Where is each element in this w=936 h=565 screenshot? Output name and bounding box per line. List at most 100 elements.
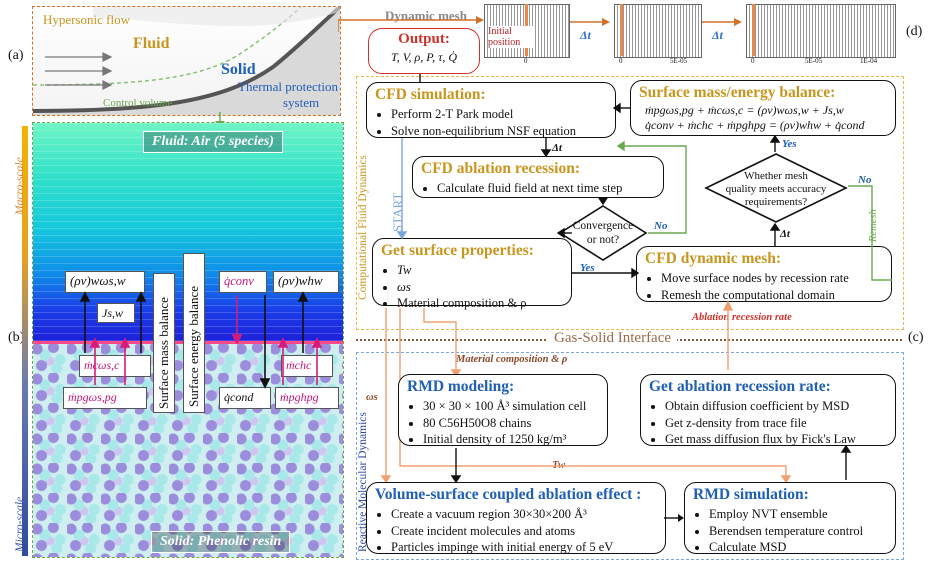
rmd-region [356,352,904,560]
ablation-recession-title: CFD ablation recession: [421,160,581,177]
scale-bar [22,126,28,556]
mc-omega-text: ṁcωs,c [84,358,120,372]
cfd-sim-item-2: Solve non-equilibrium NSF equation [391,123,607,140]
remesh-label: Remesh [868,209,879,242]
micro-scale-label: Micro-scale [14,496,26,552]
yes-label-convergence: Yes [580,262,595,274]
rmd-modeling-item-3: Initial density of 1250 kg/m³ [423,431,599,448]
surface-balance-eq1: ṁpgωs,pg + ṁcωs,c = (ρv)wωs,w + Js,w [645,103,844,117]
md-solid-label: Solid: Phenolic resin [151,531,291,553]
cfd-simulation-box: CFD simulation: Perform 2-T Park model S… [366,82,616,138]
rmd-modeling-item-1: 30 × 30 × 100 Å³ simulation cell [423,398,599,415]
panel-a-hypersonic-flow: Hypersonic flow Fluid Solid Thermal prot… [32,6,341,116]
mpg-omega-text: ṁpgωs,pg [68,390,117,404]
surface-prop-item-2: ωs [397,279,563,296]
surface-energy-balance-box [183,253,205,413]
mesh-arrow-2 [570,18,610,26]
mesh-frame-3 [746,4,896,58]
get-ablation-rate-box: Get ablation recession rate: Obtain diff… [640,374,896,446]
vol-to-rmdsim-arrow [664,514,684,522]
js-w-box: Js,w [97,303,135,323]
initial-position-label: Initial position [488,26,534,48]
rho-v-omega-box: (ρv)wωs,w [65,271,145,293]
rmd-simulation-box: RMD simulation: Employ NVT ensemble Bere… [684,482,896,554]
yes-label-mesh: Yes [782,138,797,150]
fluid-label: Fluid [133,35,170,52]
ablation-recession-box: CFD ablation recession: Calculate fluid … [412,156,664,198]
convergence-text-1: Convergence [572,220,634,232]
mc-h-text: ṁchc [286,358,312,372]
mesh-quality-diamond [704,153,848,223]
mesh-arrow-3 [702,18,742,26]
volume-surface-box: Volume-surface coupled ablation effect :… [366,482,666,554]
vehicle-geometry [33,7,340,115]
volume-surface-item-2: Create incident molecules and atoms [391,523,657,540]
panel-label-b: (b) [8,330,25,345]
rmd-sim-item-2: Berendsen temperature control [709,523,887,540]
cfd-simulation-title: CFD simulation: [375,86,486,103]
cfd-dynamic-mesh-title: CFD dynamic mesh: [645,250,782,267]
ablation-recession-item-1: Calculate fluid field at next time step [437,180,655,197]
q-conv-text: q̇conv [224,274,254,288]
dynamic-mesh-item-2: Remesh the computational domain [661,287,883,304]
rmd-flow-arrows [450,444,852,484]
cfd-sim-item-1: Perform 2-T Park model [391,106,607,123]
get-ablation-rate-title: Get ablation recession rate: [649,378,831,395]
rmd-sim-item-1: Employ NVT ensemble [709,506,887,523]
md-fluid-label: Fluid: Air (5 species) [143,131,283,153]
panel-label-d: (d) [906,24,923,39]
surface-prop-item-1: Tw [397,262,563,279]
cfd-dynamic-mesh-box: CFD dynamic mesh: Move surface nodes by … [636,246,892,302]
panel-label-a: (a) [8,48,24,63]
get-ablation-item-3: Get mass diffusion flux by Fick's Law [665,431,887,448]
rho-v-omega-text: (ρv)wωs,w [70,273,126,288]
mesh3-line [752,4,755,56]
rmd-modeling-box: RMD modeling: 30 × 30 × 100 Å³ simulatio… [398,374,608,446]
mpg-h-box: ṁpghpg [275,387,339,409]
convergence-diamond [558,205,648,261]
mpg-h-text: ṁpghpg [280,390,319,404]
tps-label-1: Thermal protection [238,79,338,94]
surface-balance-eq2: q̇conv + ṁchc + ṁpghpg = (ρv)whw + q̇con… [645,118,865,132]
mesh3-tick-2: 1E-04 [860,57,878,65]
no-label-mesh: No [858,174,872,186]
mpg-omega-box: ṁpgωs,pg [63,387,147,409]
mesh2-line [620,4,623,56]
output-vars: T, V, ρ, P, τ, Q̇ [390,50,458,64]
omega-s-label: ωs [366,392,378,403]
mesh-quality-text-3: requirements? [744,196,808,208]
surface-properties-title: Get surface properties: [381,242,534,259]
surface-balance-title: Surface mass/energy balance: [639,84,836,101]
delta-t-cfd: Δt [552,142,562,154]
surface-balance-box: Surface mass/energy balance: ṁpgωs,pg + … [630,80,896,136]
mesh2-tick-0: 0 [619,57,623,65]
delta-t-2: Δt [712,28,723,42]
js-w-text: Js,w [102,306,123,320]
dynamic-mesh-item-1: Move surface nodes by recession rate [661,270,883,287]
volume-surface-title: Volume-surface coupled ablation effect : [375,486,642,503]
panel-label-c: (c) [908,330,924,345]
rho-v-h-text: (ρv)whw [278,273,323,288]
rmd-modeling-item-2: 80 C56H50O8 chains [423,415,599,432]
volume-surface-item-1: Create a vacuum region 30×30×200 Å³ [391,506,657,523]
mesh-quality-text-1: Whether mesh [744,170,808,182]
delta-t-1: Δt [580,28,591,42]
output-title: Output: [398,31,450,47]
q-conv-box: q̇conv [219,271,267,293]
rmd-modeling-title: RMD modeling: [407,378,515,395]
mesh-quality-text-2: quality meets accuracy [725,183,827,195]
surface-prop-item-3: Material composition & ρ [397,295,563,312]
control-volume-label: Control volume [103,97,173,109]
mesh3-tick-1: 5E-05 [805,57,823,65]
hypersonic-flow-label: Hypersonic flow [43,12,131,27]
mesh2-tick-1: 5E-05 [670,57,688,65]
rmd-simulation-title: RMD simulation: [693,486,809,503]
get-ablation-item-2: Get z-density from trace file [665,415,887,432]
q-cond-text: q̇cond [224,390,254,404]
surface-mass-balance-box [153,273,175,413]
mesh3-tick-0: 0 [751,57,755,65]
output-box: Output: T, V, ρ, P, τ, Q̇ [368,28,480,74]
delta-t-mesh: Δt [780,228,790,240]
convergence-text-2: or not? [586,234,620,246]
volume-surface-item-3: Particles impinge with initial energy of… [391,539,657,556]
